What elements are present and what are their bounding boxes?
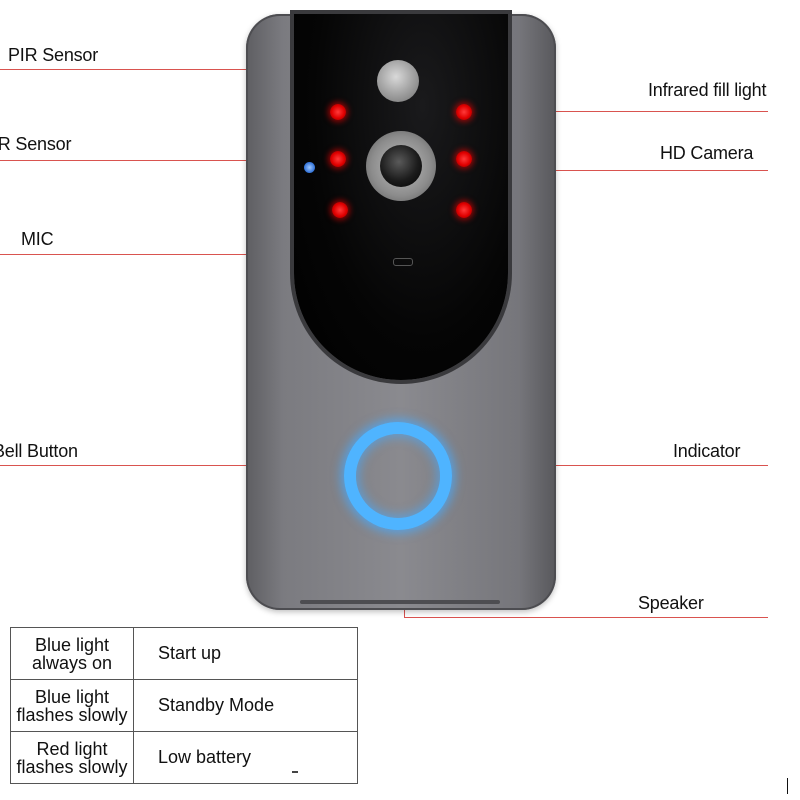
led-icon xyxy=(456,151,472,167)
label-hd-camera: HD Camera xyxy=(660,143,754,163)
led-icon xyxy=(330,104,346,120)
leader-mic xyxy=(0,254,400,255)
led-icon xyxy=(456,202,472,218)
leader-pir-sensor xyxy=(0,69,392,70)
label-pir-sensor: PIR Sensor xyxy=(8,45,99,65)
mic-icon xyxy=(393,258,413,266)
led-icon xyxy=(330,151,346,167)
leader-ir-sensor xyxy=(0,160,303,161)
leader-infrared-fill-light xyxy=(470,111,768,112)
stray-mark xyxy=(292,771,298,773)
label-infrared-fill-light: Infrared fill light xyxy=(648,80,767,100)
label-bell-button: Bell Button xyxy=(0,441,78,461)
edge-mark xyxy=(787,778,788,794)
camera-lens-center xyxy=(380,145,422,187)
leader-speaker xyxy=(404,617,768,618)
table-cell-state: Low battery xyxy=(133,731,358,784)
table-cell-state: Standby Mode xyxy=(133,679,358,732)
label-ir-sensor: IR Sensor xyxy=(0,134,72,154)
pir-sensor-icon xyxy=(377,60,419,102)
speaker-grille xyxy=(300,600,500,604)
label-indicator: Indicator xyxy=(673,441,741,461)
leader-hd-camera xyxy=(404,170,768,171)
led-icon xyxy=(332,202,348,218)
led-icon xyxy=(456,104,472,120)
leader-bell-button xyxy=(0,465,395,466)
indicator-ring-icon[interactable] xyxy=(344,422,452,530)
label-mic: MIC xyxy=(21,229,54,249)
table-cell-state: Start up xyxy=(133,627,358,680)
ir-sensor-icon xyxy=(304,162,315,173)
leader-indicator xyxy=(400,465,768,466)
label-speaker: Speaker xyxy=(638,593,704,613)
